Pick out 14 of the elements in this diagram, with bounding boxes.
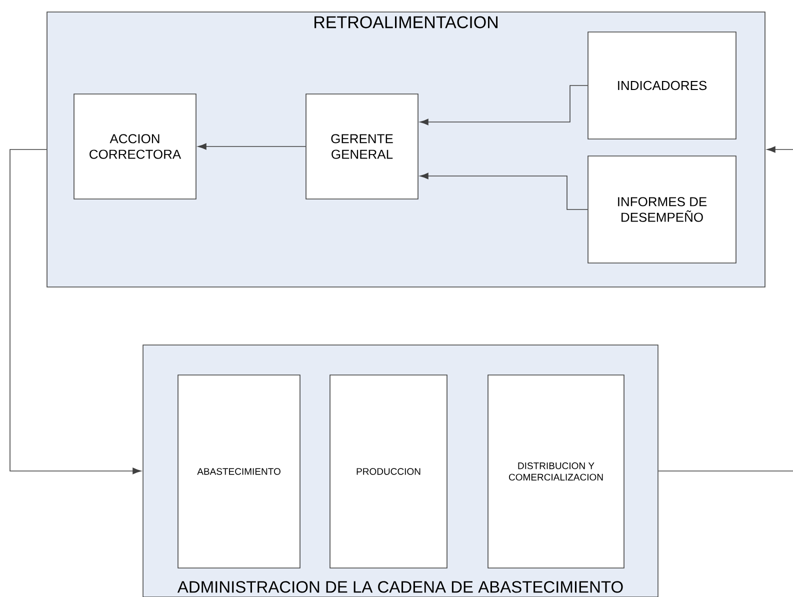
process-box: INFORMES DE DESEMPEÑO [588, 156, 736, 264]
panel-title: RETROALIMENTACION [314, 16, 498, 28]
arrow [198, 143, 306, 150]
process-box: DISTRIBUCION Y COMERCIALIZACION [488, 374, 624, 568]
panel-title: ADMINISTRACION DE LA CADENA DE ABASTECIMIENTO [177, 581, 623, 593]
process-box: INDICADORES [588, 32, 736, 140]
arrow [420, 172, 588, 210]
arrow [420, 85, 588, 126]
process-box: ABASTECIMIENTO [178, 374, 300, 568]
process-box: GERENTE GENERAL [306, 94, 418, 200]
arrow [766, 146, 793, 153]
process-box: ACCION CORRECTORA [74, 94, 196, 200]
arrow [10, 149, 142, 474]
process-box: PRODUCCION [330, 374, 448, 568]
